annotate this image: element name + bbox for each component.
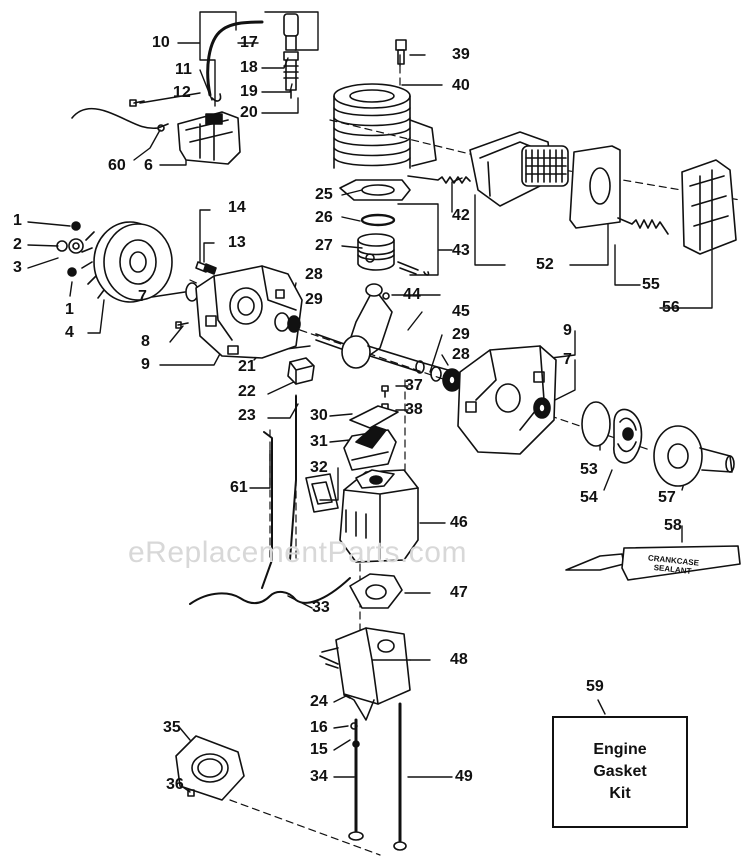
piston-group — [339, 179, 430, 276]
callout-2: 2 — [13, 236, 22, 253]
callout-20: 20 — [240, 104, 258, 121]
callout-45: 45 — [452, 303, 470, 320]
watermark: eReplacementParts.com — [128, 536, 467, 569]
callout-46: 46 — [450, 514, 468, 531]
right-bearing-group — [430, 366, 462, 392]
callout-19: 19 — [240, 83, 258, 100]
ignition-group — [71, 99, 241, 165]
callout-39: 39 — [452, 46, 470, 63]
kit-line-2: Gasket — [593, 763, 647, 780]
callout-1-top: 1 — [13, 212, 22, 229]
callout-49: 49 — [455, 768, 473, 785]
callout-34: 34 — [310, 768, 328, 785]
callout-29-right: 29 — [452, 326, 470, 343]
air-filter-group — [407, 131, 737, 255]
callout-37: 37 — [405, 377, 423, 394]
callout-32: 32 — [310, 459, 328, 476]
spark-plug-group — [206, 13, 299, 102]
clutch-group — [581, 401, 735, 487]
callout-60: 60 — [108, 157, 126, 174]
callout-57: 57 — [658, 489, 676, 506]
callout-27: 27 — [315, 237, 333, 254]
callout-6: 6 — [144, 157, 153, 174]
callout-13: 13 — [228, 234, 246, 251]
callout-17: 17 — [240, 34, 258, 51]
long-bolts — [348, 702, 407, 851]
carburetor-group — [319, 627, 411, 748]
callout-40: 40 — [452, 77, 470, 94]
callout-59: 59 — [586, 678, 604, 695]
callout-3: 3 — [13, 259, 22, 276]
callout-10: 10 — [152, 34, 170, 51]
callout-43: 43 — [452, 242, 470, 259]
callout-29-top: 29 — [305, 291, 323, 308]
sealant-tube — [565, 545, 741, 581]
callout-25: 25 — [315, 186, 333, 203]
base-plate-group — [175, 735, 245, 801]
callout-1-bottom: 1 — [65, 301, 74, 318]
callout-38: 38 — [405, 401, 423, 418]
intake-group — [287, 357, 399, 471]
callout-35: 35 — [163, 719, 181, 736]
callout-18: 18 — [240, 59, 258, 76]
callout-28-right: 28 — [452, 346, 470, 363]
flywheel-group — [56, 221, 173, 303]
cylinder-group — [333, 39, 437, 169]
callout-9-right: 9 — [563, 322, 572, 339]
kit-line-3: Kit — [609, 785, 631, 802]
callout-23: 23 — [238, 407, 256, 424]
callout-33: 33 — [312, 599, 330, 616]
callout-30: 30 — [310, 407, 328, 424]
callout-28-top: 28 — [305, 266, 323, 283]
callout-7-left: 7 — [138, 288, 147, 305]
callout-11: 11 — [175, 61, 192, 78]
callout-14: 14 — [228, 199, 246, 216]
callout-53: 53 — [580, 461, 598, 478]
callout-4: 4 — [65, 324, 74, 341]
engine-gasket-kit-box: Engine Gasket Kit — [552, 716, 688, 828]
callout-61: 61 — [230, 479, 248, 496]
callout-48: 48 — [450, 651, 468, 668]
callout-21: 21 — [238, 358, 256, 375]
crankshaft-group — [315, 283, 449, 374]
callout-42: 42 — [452, 207, 470, 224]
callout-56: 56 — [662, 299, 680, 316]
callout-22: 22 — [238, 383, 256, 400]
callout-55: 55 — [642, 276, 660, 293]
callout-47: 47 — [450, 584, 468, 601]
crankcase-right — [457, 345, 557, 455]
callout-58: 58 — [664, 517, 682, 534]
callout-9-left: 9 — [141, 356, 150, 373]
kit-line-1: Engine — [593, 741, 647, 758]
callout-7-right: 7 — [563, 351, 572, 368]
callout-31: 31 — [310, 433, 328, 450]
callout-36: 36 — [166, 776, 184, 793]
callout-54: 54 — [580, 489, 598, 506]
crankcase-left — [195, 265, 303, 359]
callout-24: 24 — [310, 693, 328, 710]
callout-16: 16 — [310, 719, 328, 736]
callout-15: 15 — [310, 741, 328, 758]
rods-and-line — [189, 395, 351, 605]
carb-adapter-group — [305, 469, 419, 609]
callout-52: 52 — [536, 256, 554, 273]
callout-8: 8 — [141, 333, 150, 350]
callout-26: 26 — [315, 209, 333, 226]
callout-44: 44 — [403, 286, 421, 303]
callout-12: 12 — [173, 84, 191, 101]
